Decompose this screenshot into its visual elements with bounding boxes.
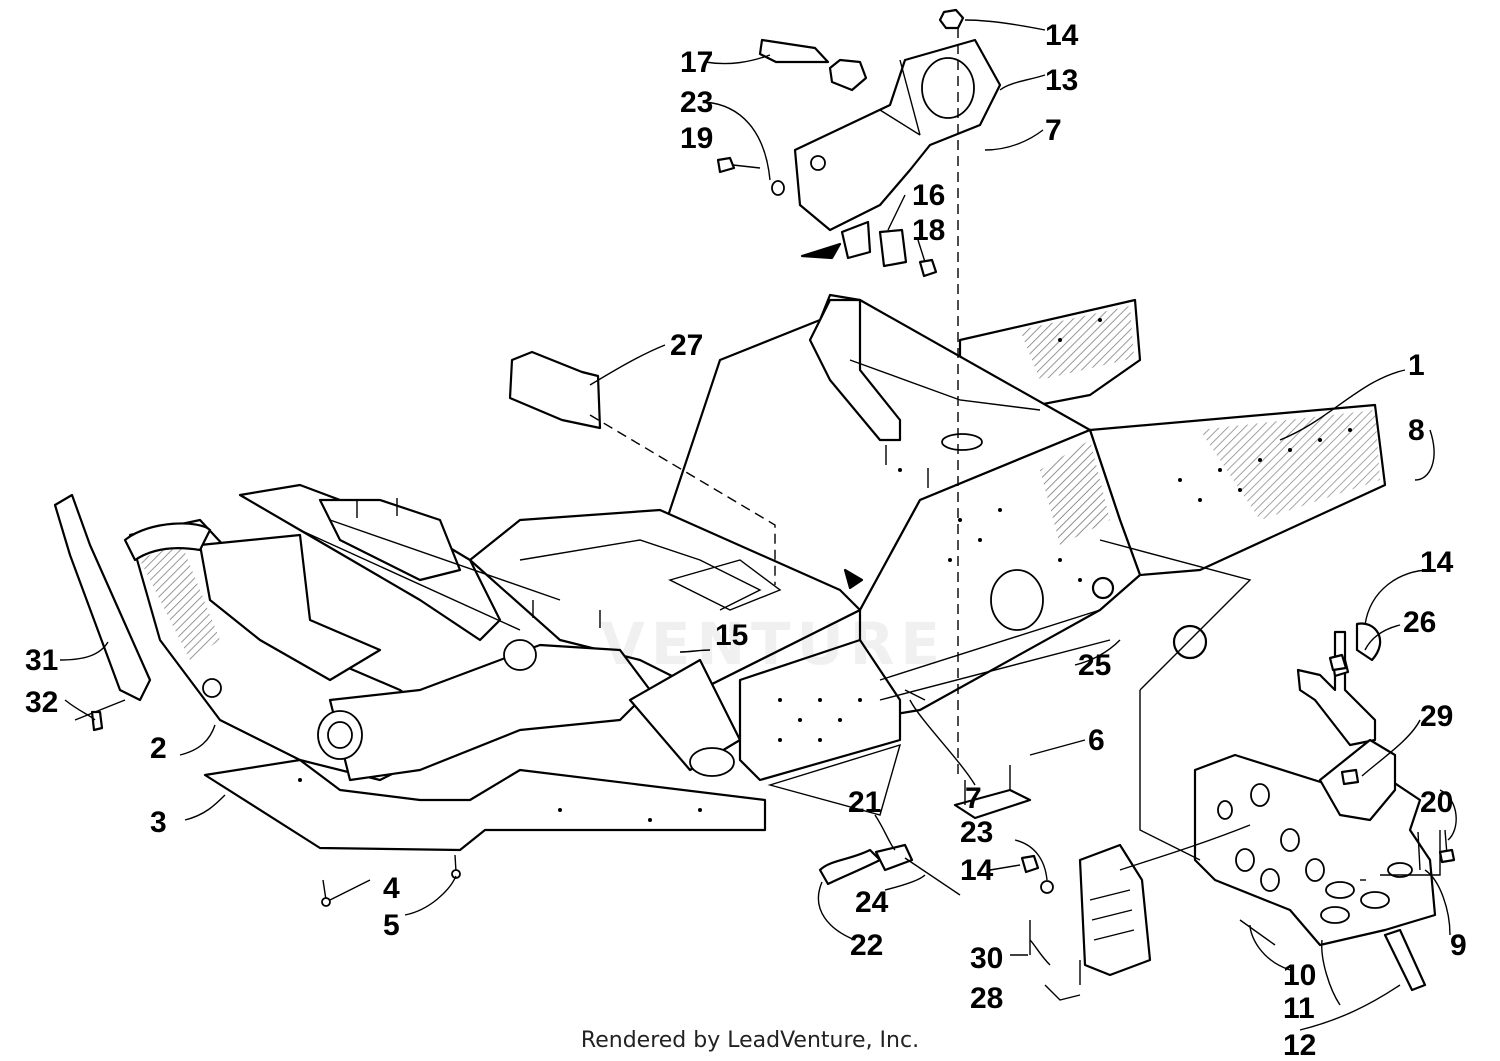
callout-24: 24 <box>855 886 889 919</box>
callout-28: 28 <box>970 982 1003 1015</box>
clamp-part-16 <box>800 220 938 278</box>
stud-plate-part-6 <box>953 765 1032 820</box>
main-frame-part-1 <box>123 293 1387 782</box>
rivet-parts <box>904 689 1456 992</box>
leader-lines <box>59 19 1457 1031</box>
callout-8: 8 <box>1408 414 1425 447</box>
callout-2: 2 <box>150 732 167 765</box>
callout-26: 26 <box>1403 606 1436 639</box>
callout-30: 30 <box>970 942 1003 975</box>
callout-6: 6 <box>1088 724 1105 757</box>
callout-14c: 14 <box>960 854 994 887</box>
callout-25: 25 <box>1078 649 1111 682</box>
callout-19: 19 <box>680 122 713 155</box>
bracket-part-11 <box>1193 738 1437 947</box>
callout-14a: 14 <box>1045 19 1079 52</box>
bolt-part-19 <box>716 156 785 196</box>
bracket-part-27 <box>508 350 602 430</box>
pin-part-26 <box>1296 622 1382 747</box>
shock-bracket-part-13 <box>793 38 1002 232</box>
callout-7b: 7 <box>965 782 982 815</box>
callout-21: 21 <box>848 786 881 819</box>
callout-12: 12 <box>1283 1029 1316 1061</box>
strip-part-31 <box>53 493 152 732</box>
plate-part-17 <box>758 38 830 64</box>
callout-3: 3 <box>150 806 167 839</box>
callout-27: 27 <box>670 329 703 362</box>
callout-9: 9 <box>1450 929 1467 962</box>
callout-32: 32 <box>25 686 58 719</box>
screw-part-4 <box>321 854 461 907</box>
watermark: VENTURE <box>600 610 946 678</box>
footer-credit: Rendered by LeadVenture, Inc. <box>580 1028 920 1053</box>
belly-pan-part-3 <box>203 758 767 852</box>
callout-13: 13 <box>1045 64 1078 97</box>
callout-23b: 23 <box>960 816 993 849</box>
callout-22: 22 <box>850 929 883 962</box>
callout-10: 10 <box>1283 959 1316 992</box>
callout-16: 16 <box>912 179 945 212</box>
callout-4: 4 <box>383 872 400 905</box>
callout-labels: 1 2 3 4 5 6 7 7 8 9 10 11 12 13 14 14 14… <box>25 19 1467 1061</box>
callout-14b: 14 <box>1420 546 1454 579</box>
callout-5: 5 <box>383 909 400 942</box>
callout-17: 17 <box>680 46 713 79</box>
callout-23a: 23 <box>680 86 713 119</box>
knob-icon <box>828 58 868 92</box>
callout-1: 1 <box>1408 349 1425 382</box>
callout-31: 31 <box>25 644 58 677</box>
plate-part-28 <box>1029 843 1152 985</box>
callout-20: 20 <box>1420 786 1453 819</box>
nut-part-14-top <box>938 8 965 30</box>
nut-part-14-lower <box>1020 653 1348 894</box>
callout-7a: 7 <box>1045 114 1062 147</box>
cable-clamp-part-21 <box>818 843 961 896</box>
callout-15: 15 <box>715 619 748 652</box>
grommet-part-25 <box>1091 576 1208 660</box>
callout-11: 11 <box>1283 992 1315 1025</box>
callout-18: 18 <box>912 214 945 247</box>
callout-29: 29 <box>1420 700 1453 733</box>
